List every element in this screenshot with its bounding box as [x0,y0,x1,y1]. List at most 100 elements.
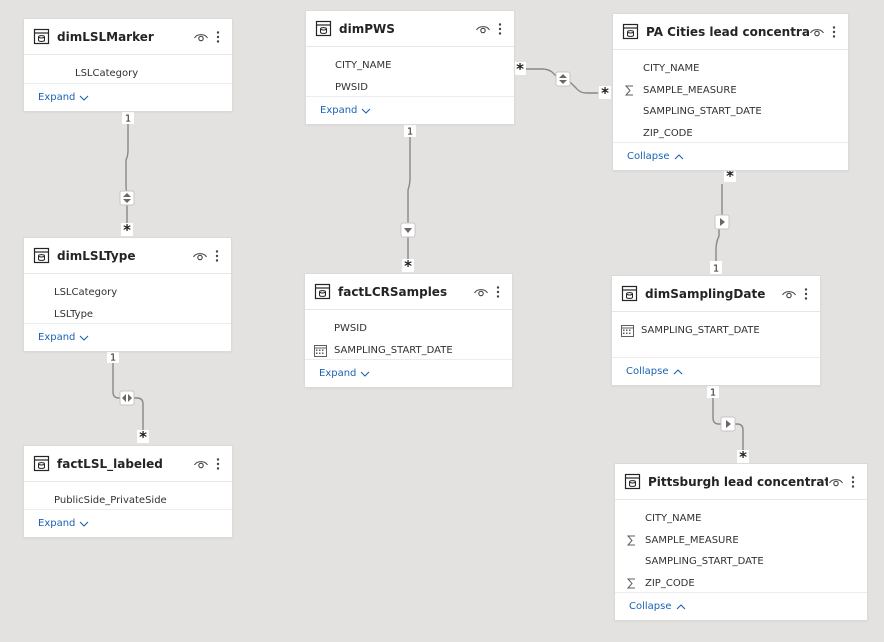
relationship-rel-date-pitt[interactable]: 1* [707,385,749,466]
field-name: SAMPLING_START_DATE [643,106,762,118]
sigma-icon [625,534,638,547]
field-icon-blank [314,322,327,335]
more-options-icon[interactable] [212,29,224,45]
table-header[interactable]: PA Cities lead concentration [613,14,848,50]
eye-icon[interactable] [475,21,491,37]
expand-button[interactable]: Expand [38,518,89,529]
expand-button[interactable]: Expand [38,92,89,103]
relationship-line[interactable] [407,131,411,266]
field-row[interactable]: LSLType [34,304,231,326]
field-row[interactable]: ZIP_CODE [623,123,848,145]
relationship-line[interactable] [125,118,129,232]
eye-icon[interactable] [473,284,489,300]
more-options-icon[interactable] [212,456,224,472]
field-row[interactable]: LSLCategory [55,63,232,85]
table-header[interactable]: dimLSLType [24,238,231,274]
toggle-label: Collapse [626,366,669,377]
field-row[interactable]: SAMPLE_MEASURE [623,80,848,102]
field-icon-blank [34,494,47,507]
svg-text:*: * [726,167,734,185]
eye-icon[interactable] [193,29,209,45]
field-row[interactable]: ZIP_CODE [625,573,867,595]
field-name: LSLType [54,308,94,320]
field-icon-blank [623,127,636,140]
crossfilter-icon[interactable] [555,71,571,87]
field-name: CITY_NAME [643,63,700,75]
cardinality-one: 1 [107,350,119,364]
field-icon-blank [34,308,47,321]
table-card-paCities[interactable]: PA Cities lead concentrationCITY_NAME SAM… [613,14,848,170]
crossfilter-icon[interactable] [119,390,135,406]
collapse-button[interactable]: Collapse [626,366,683,377]
field-row[interactable]: SAMPLING_START_DATE [623,101,848,123]
table-title: Pittsburgh lead concentration [648,474,828,489]
more-options-icon[interactable] [847,474,859,490]
expand-button[interactable]: Expand [319,368,370,379]
more-options-icon[interactable] [494,21,506,37]
crossfilter-icon[interactable] [119,190,135,206]
table-header[interactable]: dimPWS [306,11,514,47]
eye-icon[interactable] [781,286,797,302]
field-row[interactable]: SAMPLING_START_DATE [625,551,867,573]
svg-text:1: 1 [125,114,131,125]
eye-icon[interactable] [809,24,825,40]
card-footer: Collapse [613,142,848,170]
cardinality-many: * [737,448,749,466]
eye-icon[interactable] [828,474,844,490]
relationship-rel-pws-lcr[interactable]: 1* [400,124,416,275]
chevron-down-icon [79,520,89,528]
more-options-icon[interactable] [211,248,223,264]
cardinality-one: 1 [707,385,719,399]
field-row[interactable]: SAMPLING_START_DATE [314,340,512,362]
crossfilter-icon[interactable] [400,222,416,238]
table-header[interactable]: Pittsburgh lead concentration [615,464,867,500]
toggle-label: Expand [319,368,357,379]
field-row[interactable]: SAMPLE_MEASURE [625,530,867,552]
relationship-rel-date-pa[interactable]: 1* [710,167,736,275]
relationship-rel-marker-type[interactable]: 1* [119,111,135,239]
more-options-icon[interactable] [492,284,504,300]
field-row[interactable]: PublicSide_PrivateSide [34,490,232,512]
table-header[interactable]: factLSL_labeled [24,446,232,482]
table-icon [315,20,332,37]
field-list: SAMPLING_START_DATE [612,312,820,342]
chevron-up-icon [674,153,684,161]
field-list: LSLCategory [24,55,232,85]
relationship-rel-type-labeled[interactable]: 1* [107,350,149,446]
table-header[interactable]: dimSamplingDate [612,276,820,312]
field-row[interactable]: PWSID [315,77,514,99]
crossfilter-icon[interactable] [720,416,736,432]
collapse-button[interactable]: Collapse [627,151,684,162]
expand-button[interactable]: Expand [320,105,371,116]
table-header[interactable]: factLCRSamples [305,274,512,310]
table-header[interactable]: dimLSLMarker [24,19,232,55]
relationship-rel-pws-pa[interactable]: ** [514,60,611,102]
field-row[interactable]: PWSID [314,318,512,340]
field-row[interactable]: CITY_NAME [623,58,848,80]
field-row[interactable]: LSLCategory [34,282,231,304]
eye-icon[interactable] [193,456,209,472]
table-icon [621,285,638,302]
field-row[interactable]: CITY_NAME [315,55,514,77]
table-icon [622,23,639,40]
more-options-icon[interactable] [800,286,812,302]
more-options-icon[interactable] [828,24,840,40]
collapse-button[interactable]: Collapse [629,601,686,612]
field-row[interactable]: CITY_NAME [625,508,867,530]
field-icon-blank [625,512,638,525]
crossfilter-icon[interactable] [714,214,730,230]
field-row[interactable]: SAMPLING_START_DATE [621,320,820,342]
cardinality-one: 1 [122,111,134,125]
eye-icon[interactable] [192,248,208,264]
table-card-pittsburgh[interactable]: Pittsburgh lead concentrationCITY_NAMESA… [615,464,867,620]
expand-button[interactable]: Expand [38,332,89,343]
